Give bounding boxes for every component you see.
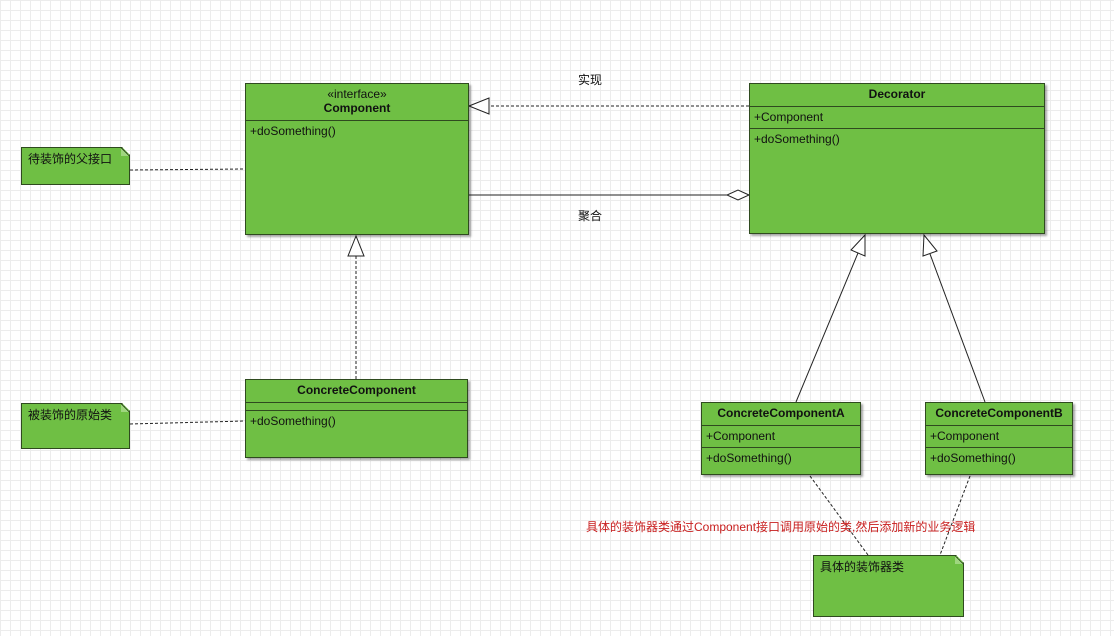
class-decorator[interactable]: Decorator +Component +doSomething() [749,83,1045,234]
class-component-stereotype: «interface» [327,87,387,101]
class-component-methods: +doSomething() [246,121,468,142]
concrete-component-arrowhead [347,234,365,257]
note-anchor-decorator-b [939,475,971,556]
class-concrete-component-a-methods: +doSomething() [702,448,860,469]
class-component[interactable]: «interface» Component +doSomething() [245,83,469,235]
class-concrete-component-fields [246,403,467,411]
class-concrete-component-a-header: ConcreteComponentA [702,403,860,426]
class-decorator-header: Decorator [750,84,1044,107]
class-decorator-field: +Component [754,110,824,124]
note-parent-interface[interactable]: 待装饰的父接口 [21,147,130,185]
concrete-a-arrowhead [850,233,866,257]
concrete-a-inheritance [795,252,859,403]
class-concrete-component-header: ConcreteComponent [246,380,467,403]
label-implements: 实现 [578,73,603,87]
class-concrete-component-b-name: ConcreteComponentB [935,406,1063,420]
concrete-b-arrowhead [922,233,938,257]
class-concrete-component-b[interactable]: ConcreteComponentB +Component +doSomethi… [925,402,1073,475]
concrete-b-inheritance [929,253,986,403]
class-concrete-component-a-fields: +Component [702,426,860,448]
class-component-header: «interface» Component [246,84,468,121]
note-anchor-parent-interface [129,168,246,171]
label-decorator-explanation: 具体的装饰器类通过Component接口调用原始的类,然后添加新的业务逻辑 [586,520,976,534]
class-component-method: +doSomething() [250,124,336,138]
label-aggregation: 聚合 [578,209,603,223]
implements-arrowhead [467,97,490,115]
class-decorator-methods: +doSomething() [750,129,1044,150]
note-anchor-decorator-a [809,475,869,556]
class-concrete-component-a-field: +Component [706,429,776,443]
class-concrete-component-a-method: +doSomething() [706,451,792,465]
class-concrete-component-b-methods: +doSomething() [926,448,1072,469]
class-concrete-component[interactable]: ConcreteComponent +doSomething() [245,379,468,458]
note-original-class[interactable]: 被装饰的原始类 [21,403,130,449]
note-concrete-decorators[interactable]: 具体的装饰器类 [813,555,964,617]
aggregation-diamond [725,189,751,201]
class-decorator-fields: +Component [750,107,1044,129]
class-concrete-component-methods: +doSomething() [246,411,467,432]
class-decorator-name: Decorator [868,87,926,101]
class-concrete-component-b-method: +doSomething() [930,451,1016,465]
class-concrete-component-b-field: +Component [930,429,1000,443]
class-concrete-component-method: +doSomething() [250,414,336,428]
class-concrete-component-b-header: ConcreteComponentB [926,403,1072,426]
class-concrete-component-name: ConcreteComponent [297,383,416,397]
class-concrete-component-a[interactable]: ConcreteComponentA +Component +doSomethi… [701,402,861,475]
class-concrete-component-a-name: ConcreteComponentA [717,406,845,420]
class-decorator-method: +doSomething() [754,132,840,146]
note-anchor-original-class [129,420,246,425]
class-concrete-component-b-fields: +Component [926,426,1072,448]
class-component-name: Component [323,101,391,115]
